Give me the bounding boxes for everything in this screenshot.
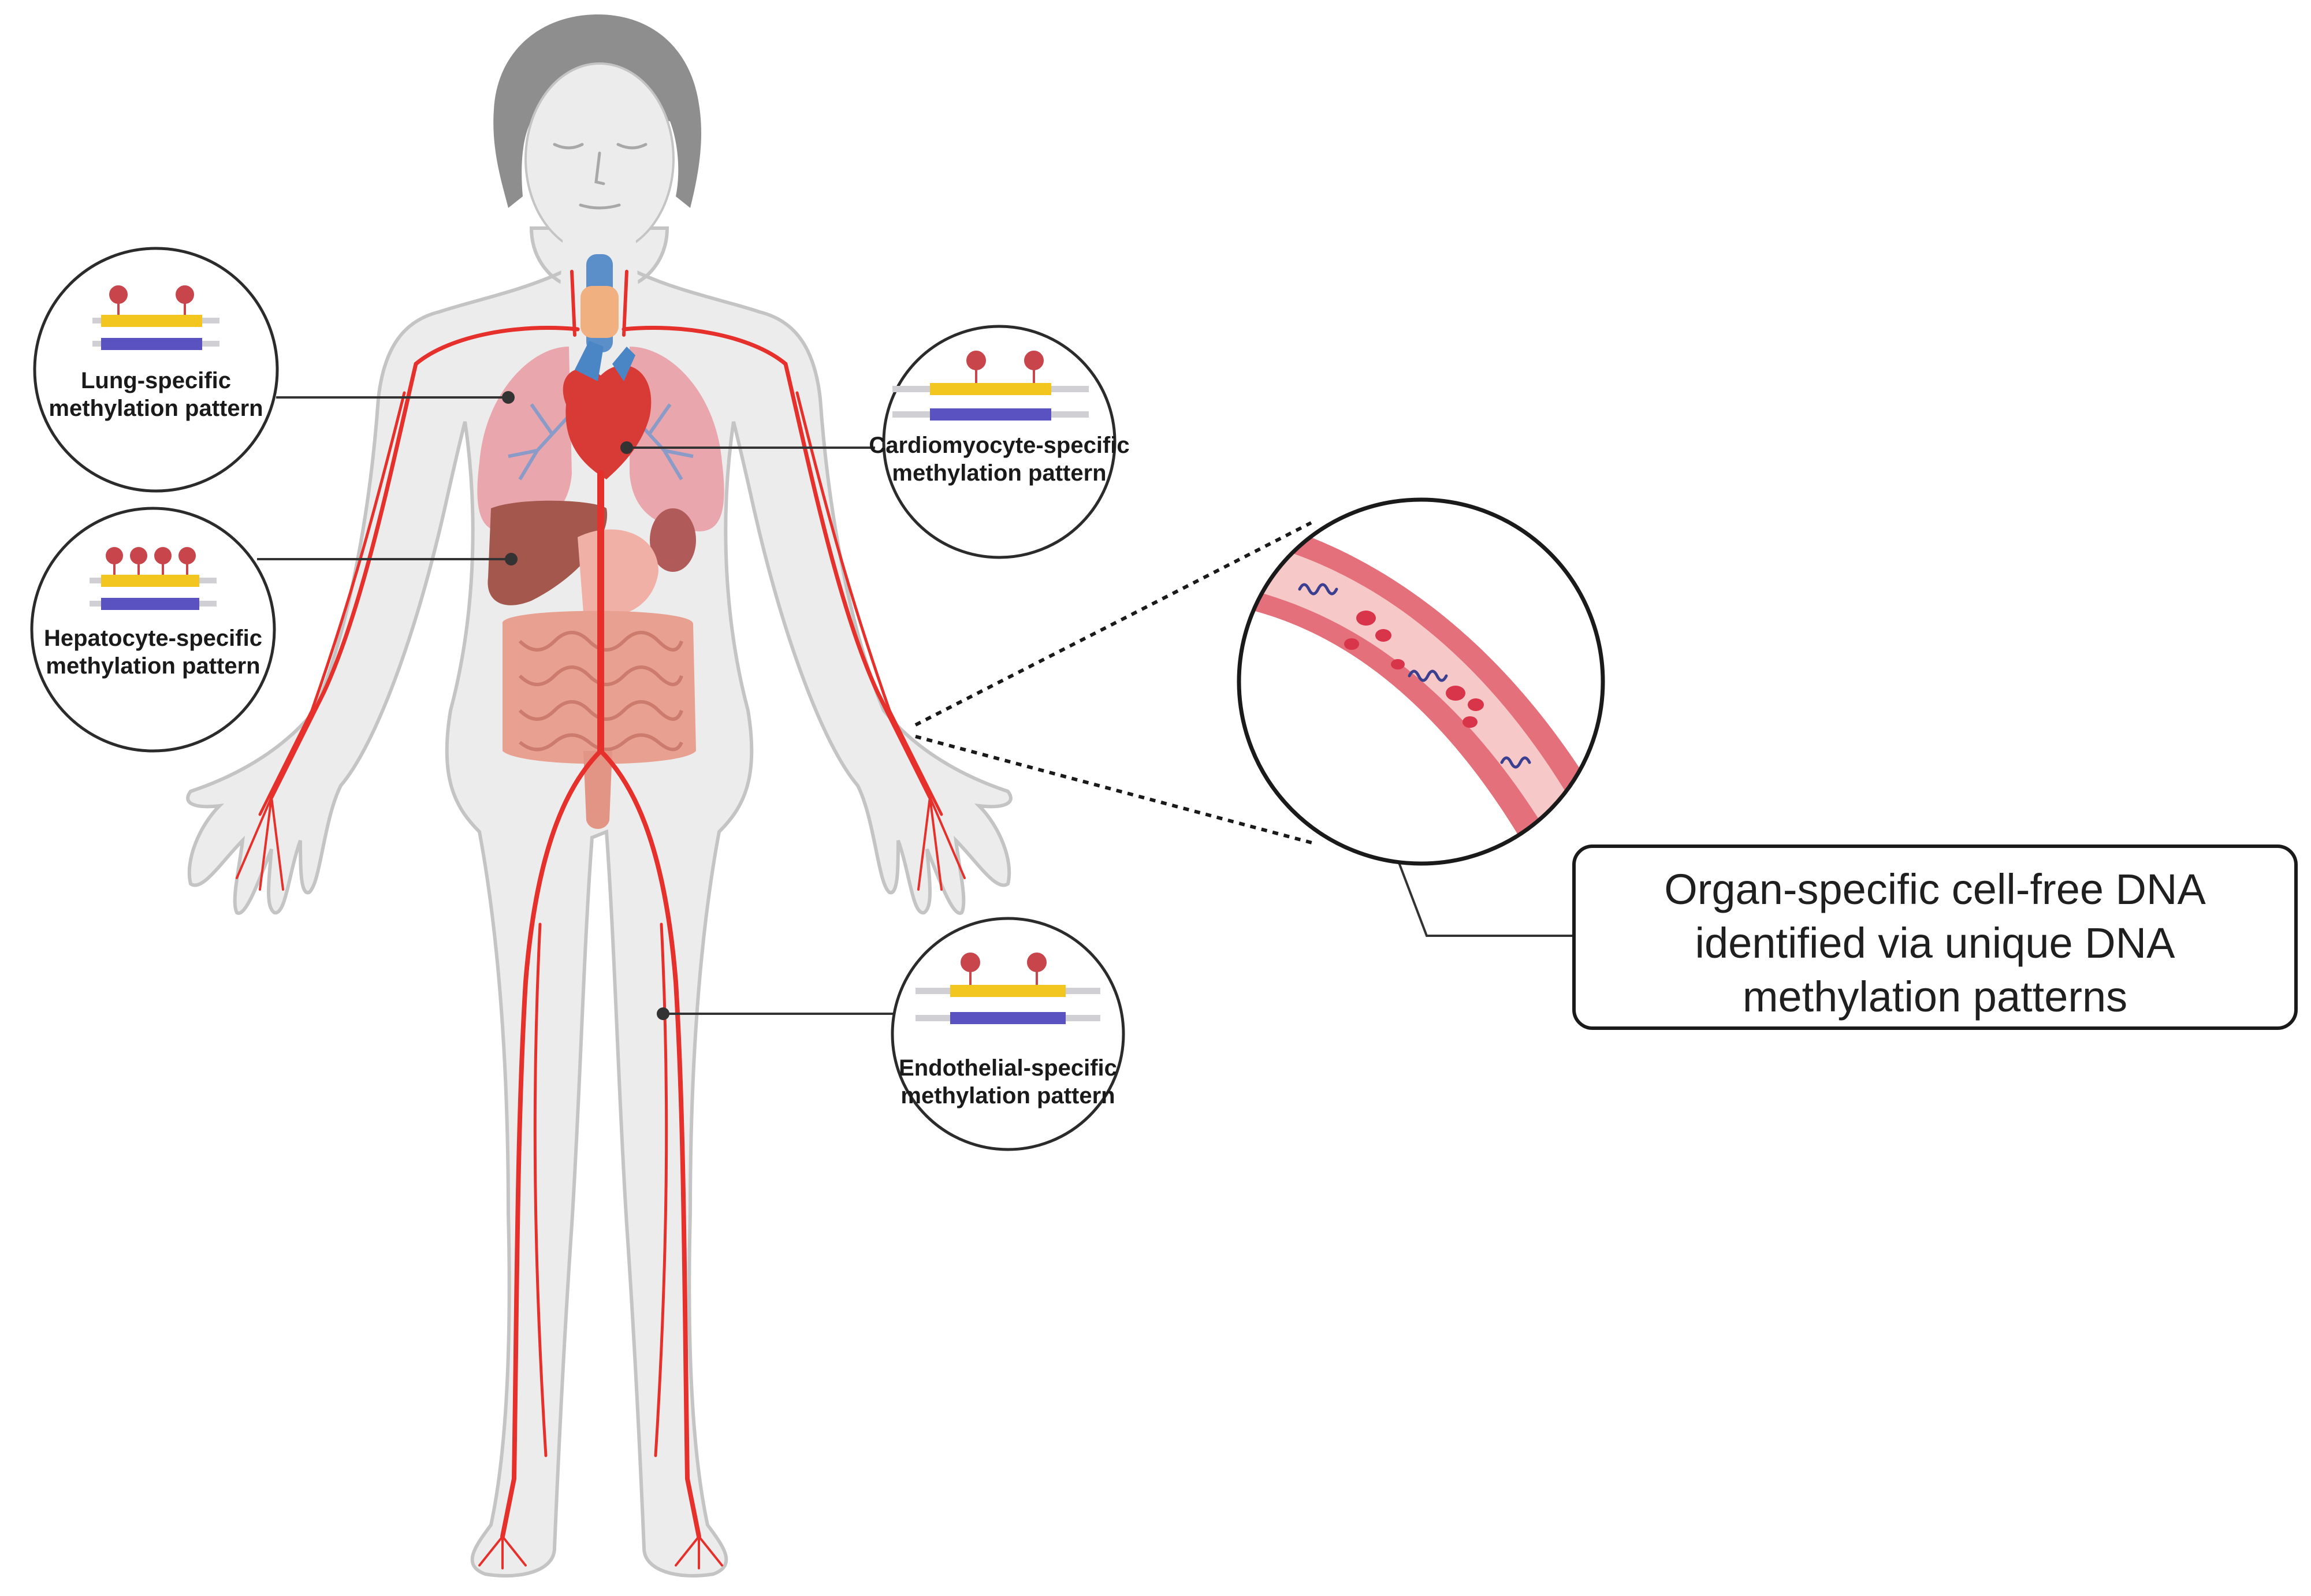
blood-vessel-zoom [1237, 497, 1605, 866]
hepato-methylation-diagram [90, 547, 217, 610]
lung-methyl-pins [109, 285, 194, 315]
hepato-callout: Hepatocyte-specific methylation pattern [30, 507, 276, 753]
endo-callout-line1: Endothelial-specific [899, 1055, 1117, 1081]
endo-dot [657, 1007, 669, 1020]
zoom-lines [914, 521, 1315, 845]
vessel-lumen [1248, 543, 1586, 843]
hepato-callout-circle [30, 507, 276, 753]
hepato-methyl-pins [106, 547, 196, 575]
cfdna-callout-box: Organ-specific cell-free DNA identified … [1572, 844, 2298, 1030]
liver [487, 500, 696, 605]
lungs [477, 347, 724, 531]
cfdna-line2: identified via unique DNA [1695, 919, 2176, 967]
cfdna-line3: methylation patterns [1743, 973, 2127, 1021]
endo-callout-line2: methylation pattern [900, 1083, 1115, 1108]
cfdna-fragments [1298, 583, 1531, 769]
cardio-callout-line2: methylation pattern [892, 460, 1106, 486]
hepato-callout-line2: methylation pattern [46, 653, 260, 679]
endo-callout-circle [891, 917, 1125, 1151]
arteries [236, 270, 966, 1569]
cardio-callout-line1: Cardiomyocyte-specific [869, 433, 1129, 458]
endo-callout: Endothelial-specific methylation pattern [891, 917, 1125, 1151]
hepato-dot [505, 553, 518, 566]
cfdna-line1: Organ-specific cell-free DNA [1664, 865, 2206, 913]
cardio-methylation-diagram [892, 351, 1089, 421]
cardio-callout: Cardiomyocyte-specific methylation patte… [869, 325, 1130, 559]
face-features [553, 143, 647, 210]
lung-dot [502, 391, 515, 404]
cfdna-box-frame [1572, 844, 2298, 1030]
body-silhouette [186, 226, 1013, 1578]
endo-methyl-pins [961, 953, 1047, 985]
lung-methylation-diagram [92, 285, 219, 350]
lung-callout: Lung-specific methylation pattern [33, 247, 279, 493]
zoom-circle-border [1237, 497, 1605, 866]
lung-callout-circle [33, 247, 279, 493]
hepato-callout-line1: Hepatocyte-specific [44, 626, 262, 651]
cardio-dot [620, 441, 633, 454]
cardio-methyl-pins [966, 351, 1044, 383]
red-blood-cells [1344, 611, 1484, 728]
lung-callout-line1: Lung-specific [81, 368, 231, 393]
endo-methylation-diagram [916, 953, 1100, 1024]
human-figure [186, 14, 1013, 1578]
trachea [580, 254, 619, 352]
lung-callout-line2: methylation pattern [49, 396, 263, 421]
hair [493, 14, 702, 208]
